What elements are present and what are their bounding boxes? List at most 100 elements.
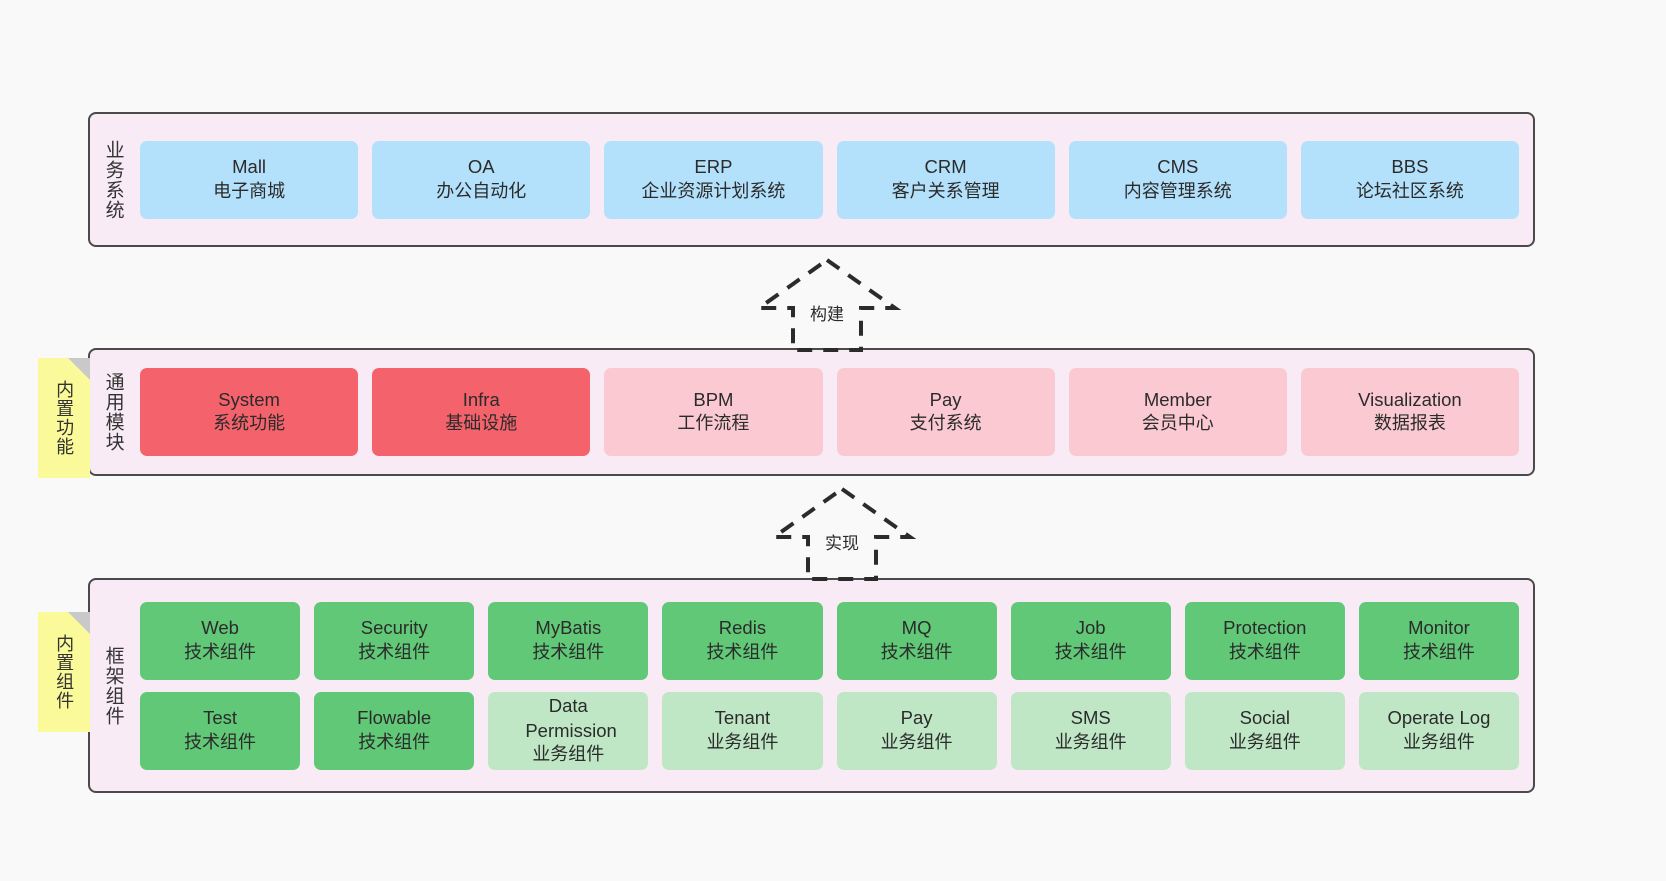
card-pay-module[interactable]: Pay 支付系统 bbox=[836, 368, 1055, 456]
implement-arrow-label: 实现 bbox=[825, 534, 859, 553]
framework-row-tech: Web 技术组件 Security 技术组件 MyBatis 技术组件 Redi… bbox=[140, 601, 1519, 680]
card-data-permission[interactable]: Data Permission 业务组件 bbox=[488, 691, 649, 770]
card-member-desc: 会员中心 bbox=[1141, 413, 1214, 434]
card-infra-desc: 基础设施 bbox=[445, 413, 518, 434]
card-bbs[interactable]: BBS 论坛社区系统 bbox=[1300, 140, 1520, 219]
card-bbs-desc: 论坛社区系统 bbox=[1355, 180, 1464, 201]
card-visualization-desc: 数据报表 bbox=[1373, 413, 1446, 434]
card-pay-component[interactable]: Pay 业务组件 bbox=[836, 691, 997, 770]
card-cms-name: CMS bbox=[1157, 156, 1199, 178]
card-pay-module-name: Pay bbox=[929, 388, 962, 410]
layer-title-framework-components: 框架组件 bbox=[102, 645, 124, 726]
card-erp-name: ERP bbox=[694, 156, 733, 178]
card-web-desc: 技术组件 bbox=[184, 641, 257, 662]
card-web-name: Web bbox=[201, 617, 239, 639]
card-sms-desc: 业务组件 bbox=[1054, 731, 1127, 752]
card-system-desc: 系统功能 bbox=[213, 413, 286, 434]
card-mq-desc: 技术组件 bbox=[880, 641, 953, 662]
layer-business-systems: 业务系统 Mall 电子商城 OA 办公自动化 ERP 企业资源计划系统 CRM… bbox=[88, 112, 1535, 247]
card-system-name: System bbox=[218, 388, 280, 410]
card-mybatis-name: MyBatis bbox=[535, 617, 602, 639]
build-arrow-label: 构建 bbox=[810, 305, 844, 324]
build-arrow-shape bbox=[752, 257, 902, 352]
layer-body-business-systems: Mall 电子商城 OA 办公自动化 ERP 企业资源计划系统 CRM 客户关系… bbox=[136, 114, 1533, 245]
card-crm-desc: 客户关系管理 bbox=[891, 180, 1000, 201]
card-protection[interactable]: Protection 技术组件 bbox=[1184, 601, 1345, 680]
card-protection-desc: 技术组件 bbox=[1228, 641, 1301, 662]
card-oa-desc: 办公自动化 bbox=[436, 180, 527, 201]
card-pay-component-desc: 业务组件 bbox=[880, 731, 953, 752]
card-test-desc: 技术组件 bbox=[184, 731, 257, 752]
card-protection-name: Protection bbox=[1223, 617, 1307, 639]
layer-body-framework-components: Web 技术组件 Security 技术组件 MyBatis 技术组件 Redi… bbox=[136, 580, 1533, 791]
card-tenant-name: Tenant bbox=[714, 707, 771, 729]
card-pay-component-name: Pay bbox=[900, 707, 933, 729]
implement-arrow-shape bbox=[767, 486, 917, 581]
card-monitor-desc: 技术组件 bbox=[1402, 641, 1475, 662]
card-mall-desc: 电子商城 bbox=[213, 180, 286, 201]
card-monitor[interactable]: Monitor 技术组件 bbox=[1358, 601, 1519, 680]
card-operate-log-name: Operate Log bbox=[1387, 707, 1491, 729]
card-redis-desc: 技术组件 bbox=[706, 641, 779, 662]
layer-common-modules: 通用模块 System 系统功能 Infra 基础设施 BPM 工作流程 Pay… bbox=[88, 348, 1535, 476]
layer-framework-components: 框架组件 Web 技术组件 Security 技术组件 MyBatis 技术组件… bbox=[88, 578, 1535, 793]
card-crm[interactable]: CRM 客户关系管理 bbox=[836, 140, 1055, 219]
card-member-name: Member bbox=[1143, 388, 1212, 410]
card-mybatis[interactable]: MyBatis 技术组件 bbox=[488, 601, 649, 680]
note-fold-corner-icon bbox=[68, 612, 90, 634]
card-mall[interactable]: Mall 电子商城 bbox=[140, 140, 359, 219]
card-infra-name: Infra bbox=[462, 388, 500, 410]
layer-title-common-modules: 通用模块 bbox=[102, 372, 124, 452]
card-oa[interactable]: OA 办公自动化 bbox=[372, 140, 591, 219]
implement-arrow: 实现 bbox=[767, 486, 917, 581]
card-job-name: Job bbox=[1075, 617, 1106, 639]
card-social-desc: 业务组件 bbox=[1228, 731, 1301, 752]
card-tenant-desc: 业务组件 bbox=[706, 731, 779, 752]
note-fold-corner-icon bbox=[68, 358, 90, 380]
card-test[interactable]: Test 技术组件 bbox=[140, 691, 301, 770]
card-pay-module-desc: 支付系统 bbox=[909, 413, 982, 434]
sticky-note-builtin-features: 内置功能 bbox=[38, 358, 90, 478]
card-flowable-name: Flowable bbox=[357, 707, 432, 729]
card-cms[interactable]: CMS 内容管理系统 bbox=[1068, 140, 1287, 219]
card-tenant[interactable]: Tenant 业务组件 bbox=[662, 691, 823, 770]
card-member[interactable]: Member 会员中心 bbox=[1068, 368, 1287, 456]
card-mq-name: MQ bbox=[901, 617, 932, 639]
card-visualization-name: Visualization bbox=[1358, 388, 1462, 410]
card-sms-name: SMS bbox=[1070, 707, 1111, 729]
card-mq[interactable]: MQ 技术组件 bbox=[836, 601, 997, 680]
card-operate-log-desc: 业务组件 bbox=[1402, 731, 1475, 752]
card-job[interactable]: Job 技术组件 bbox=[1010, 601, 1171, 680]
card-bbs-name: BBS bbox=[1391, 156, 1429, 178]
card-cms-desc: 内容管理系统 bbox=[1123, 180, 1232, 201]
card-system[interactable]: System 系统功能 bbox=[140, 368, 359, 456]
card-social-name: Social bbox=[1239, 707, 1290, 729]
card-visualization[interactable]: Visualization 数据报表 bbox=[1300, 368, 1520, 456]
card-flowable-desc: 技术组件 bbox=[358, 731, 431, 752]
sticky-note-builtin-components: 内置组件 bbox=[38, 612, 90, 732]
card-oa-name: OA bbox=[467, 156, 495, 178]
card-erp[interactable]: ERP 企业资源计划系统 bbox=[604, 140, 823, 219]
build-arrow: 构建 bbox=[752, 257, 902, 352]
card-security[interactable]: Security 技术组件 bbox=[314, 601, 475, 680]
card-sms[interactable]: SMS 业务组件 bbox=[1010, 691, 1171, 770]
card-data-permission-desc: 业务组件 bbox=[532, 744, 605, 765]
card-operate-log[interactable]: Operate Log 业务组件 bbox=[1358, 691, 1519, 770]
sticky-note-builtin-features-label: 内置功能 bbox=[54, 380, 75, 456]
card-redis[interactable]: Redis 技术组件 bbox=[662, 601, 823, 680]
card-security-name: Security bbox=[360, 617, 428, 639]
card-bpm-desc: 工作流程 bbox=[677, 413, 750, 434]
layer-title-business-systems: 业务系统 bbox=[102, 139, 124, 220]
card-test-name: Test bbox=[203, 707, 238, 729]
card-security-desc: 技术组件 bbox=[358, 641, 431, 662]
layer-body-common-modules: System 系统功能 Infra 基础设施 BPM 工作流程 Pay 支付系统… bbox=[136, 350, 1533, 474]
card-flowable[interactable]: Flowable 技术组件 bbox=[314, 691, 475, 770]
card-mybatis-desc: 技术组件 bbox=[532, 641, 605, 662]
card-crm-name: CRM bbox=[924, 156, 967, 178]
card-web[interactable]: Web 技术组件 bbox=[140, 601, 301, 680]
card-infra[interactable]: Infra 基础设施 bbox=[372, 368, 591, 456]
card-erp-desc: 企业资源计划系统 bbox=[641, 180, 786, 201]
card-social[interactable]: Social 业务组件 bbox=[1184, 691, 1345, 770]
sticky-note-builtin-components-label: 内置组件 bbox=[54, 634, 75, 710]
card-bpm[interactable]: BPM 工作流程 bbox=[604, 368, 823, 456]
